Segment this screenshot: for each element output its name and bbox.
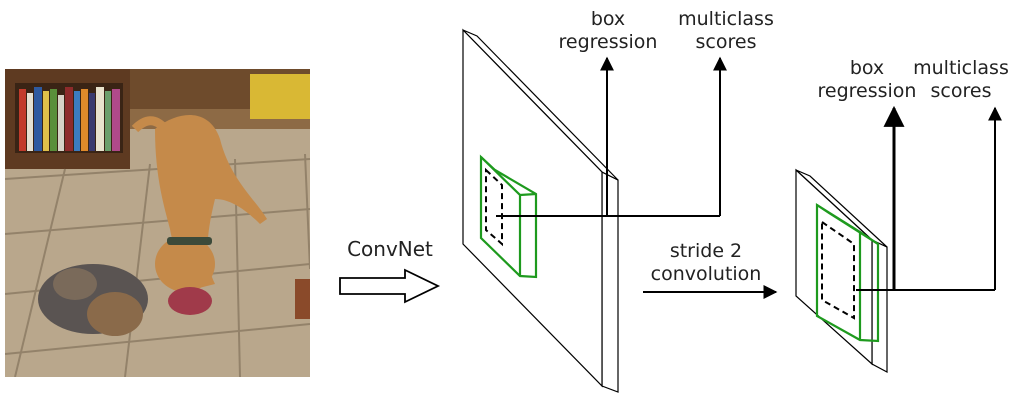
stage1-box-regression-label: box regression: [548, 8, 668, 54]
sliding-window-2: [815, 202, 880, 343]
feature-map-1: [462, 28, 619, 393]
stage2-box-regression-label: box regression: [808, 57, 926, 103]
stage1-class-line1: multiclass: [678, 8, 774, 30]
stage2-class-line1: multiclass: [913, 57, 1009, 79]
input-photo: [5, 69, 310, 377]
convnet-label-text: ConvNet: [347, 237, 433, 261]
convnet-arrow: [339, 268, 441, 304]
stride-convolution-label: stride 2 convolution: [636, 240, 776, 286]
dog-cat-photo: [5, 69, 310, 377]
stride-label-line2: convolution: [650, 263, 762, 285]
stage2-class-scores-label: multiclass scores: [906, 57, 1016, 103]
stage1-class-line2: scores: [695, 31, 757, 53]
stage1-box-line2: regression: [558, 31, 658, 53]
convnet-label: ConvNet: [340, 238, 440, 261]
stage1-class-scores-label: multiclass scores: [670, 8, 782, 54]
stage2-box-line1: box: [849, 57, 885, 79]
stage1-outputs: [496, 56, 727, 217]
stride-label-line1: stride 2: [669, 240, 743, 262]
sliding-window-1: [479, 154, 538, 279]
stage2-class-line2: scores: [930, 80, 992, 102]
stage1-box-line1: box: [590, 8, 626, 30]
stage2-box-line2: regression: [817, 80, 917, 102]
stage2-outputs: [856, 105, 1002, 291]
